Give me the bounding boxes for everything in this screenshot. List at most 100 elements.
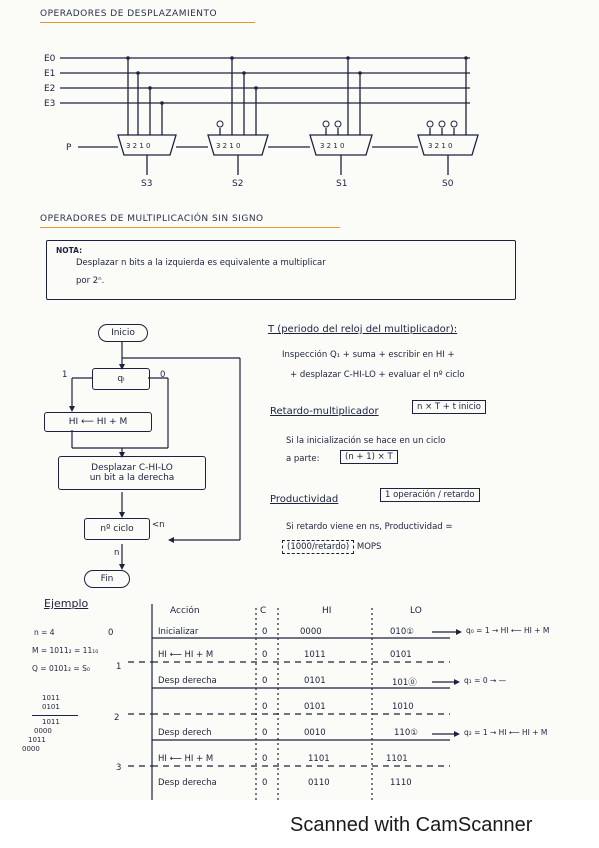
cycle-number: 2 <box>114 713 120 723</box>
scanned-page: OPERADORES DE DESPLAZAMIENTO <box>22 9 550 800</box>
table-row-lo: 110① <box>394 728 418 738</box>
flow-cycle-check: nº ciclo <box>84 518 150 540</box>
note-label: NOTA: <box>56 246 83 255</box>
productivity-line1: Si retardo viene en ns, Productividad = <box>286 522 453 532</box>
delay-formula2-box: (n + 1) × T <box>340 450 398 464</box>
delay-formula: n × T + t inicio <box>412 400 487 414</box>
shift-circuit-diagram: E0 E1 E2 E3 P 3 2 1 0 3 2 1 0 3 2 1 0 3 … <box>44 54 479 189</box>
table-row-accion: Desp derecha <box>158 778 217 788</box>
productivity-line2: (1000/retardo) MOPS <box>282 540 382 554</box>
arrow-annotation: q₀ = 1 → HI ⟵ HI + M <box>466 626 550 635</box>
flow-add-step: HI ⟵ HI + M <box>44 412 152 432</box>
period-title: T (periodo del reloj del multiplicador): <box>268 324 458 335</box>
table-row-hi: 0110 <box>308 778 330 788</box>
table-row-hi: 0010 <box>304 728 326 738</box>
mux-bits: 3 2 1 0 <box>320 142 345 150</box>
table-row-c: 0 <box>262 754 268 764</box>
table-row-hi: 1011 <box>304 650 326 660</box>
productivity-formula2-box: (1000/retardo) <box>282 540 355 554</box>
table-row-accion: Desp derecha <box>158 676 217 686</box>
flow-shift-step: Desplazar C-HI-LO un bit a la derecha <box>58 456 206 490</box>
calc-line: 1011 <box>42 718 60 726</box>
flow-cycle-condition: <n <box>152 520 165 530</box>
delay-line2: a parte: <box>286 454 320 464</box>
table-row-accion: Desp derech <box>158 728 212 738</box>
table-row-c: 0 <box>262 676 268 686</box>
title-underline <box>40 22 255 23</box>
output-label-s0: S0 <box>442 179 454 189</box>
table-row-lo: 010① <box>390 627 414 637</box>
flow-branch-one: 1 <box>62 370 68 380</box>
title-underline <box>40 227 340 228</box>
section-title-multiplication: OPERADORES DE MULTIPLICACIÓN SIN SIGNO <box>40 214 264 224</box>
table-row-accion: Inicializar <box>158 627 199 637</box>
calc-line: 0101 <box>42 703 60 711</box>
input-label-e0: E0 <box>44 54 56 64</box>
example-q: Q = 0101₂ = S₀ <box>32 664 90 673</box>
input-label-e3: E3 <box>44 99 55 109</box>
flow-start: Inicio <box>98 324 148 342</box>
arrow-annotation: q₂ = 1 → HI ⟵ HI + M <box>464 728 548 737</box>
flow-shift-line1: Desplazar C-HI-LO <box>91 463 173 473</box>
input-label-e1: E1 <box>44 69 55 79</box>
flowchart-connectors <box>69 342 241 570</box>
table-row-lo: 1101 <box>386 754 408 764</box>
table-row-c: 0 <box>262 778 268 788</box>
delay-formula2: (n + 1) × T <box>340 450 398 464</box>
flow-end: Fin <box>84 570 130 588</box>
table-header-accion: Acción <box>170 606 200 616</box>
flow-shift-line2: un bit a la derecha <box>89 473 175 483</box>
table-header-lo: LO <box>410 606 422 616</box>
table-row-c: 0 <box>262 627 268 637</box>
table-row-lo: 1010 <box>392 702 414 712</box>
output-label-s1: S1 <box>336 179 347 189</box>
mux-bits: 3 2 1 0 <box>216 142 241 150</box>
period-line1: Inspección Q₁ + suma + escribir en HI + <box>282 350 455 360</box>
flow-branch-zero: 0 <box>160 370 166 380</box>
table-row-accion: HI ⟵ HI + M <box>158 650 214 660</box>
calc-line: 1011 <box>28 736 46 744</box>
table-header-c: C <box>260 606 267 616</box>
example-n: n = 4 <box>34 628 55 637</box>
calc-line: 1011 <box>42 694 60 702</box>
output-label-s3: S3 <box>141 179 152 189</box>
table-row-accion: HI ⟵ HI + M <box>158 754 214 764</box>
flow-exit-n: n <box>114 548 120 558</box>
table-row-c: 0 <box>262 650 268 660</box>
productivity-formula-box: 1 operación / retardo <box>380 488 480 502</box>
output-label-s2: S2 <box>232 179 243 189</box>
table-row-c: 0 <box>262 728 268 738</box>
table-row-hi: 1101 <box>308 754 330 764</box>
flow-decision: qᵢ <box>92 368 150 390</box>
example-table-grid <box>128 604 462 800</box>
example-title: Ejemplo <box>44 597 89 610</box>
section-title-shift: OPERADORES DE DESPLAZAMIENTO <box>40 9 218 19</box>
table-row-hi: 0000 <box>300 627 322 637</box>
productivity-title: Productividad <box>270 494 339 505</box>
delay-title: Retardo-multiplicador <box>270 406 379 417</box>
productivity-unit: MOPS <box>356 542 382 552</box>
input-label-e2: E2 <box>44 84 55 94</box>
cycle-number: 1 <box>116 662 122 672</box>
table-row-lo: 101⓪ <box>392 678 417 688</box>
table-row-lo: 1110 <box>390 778 412 788</box>
calc-line: 0000 <box>22 745 40 753</box>
mux-bits: 3 2 1 0 <box>126 142 151 150</box>
delay-line1: Si la inicialización se hace en un ciclo <box>286 436 446 446</box>
table-row-hi: 0101 <box>304 676 326 686</box>
delay-formula-box: n × T + t inicio <box>412 400 487 414</box>
note-text-line2: por 2ⁿ. <box>76 276 105 286</box>
note-text-line1: Desplazar n bits a la izquierda es equiv… <box>76 258 326 268</box>
table-row-c: 0 <box>262 702 268 712</box>
example-m: M = 1011₂ = 11₁₀ <box>32 646 99 655</box>
calc-rule <box>32 715 78 716</box>
table-row-lo: 0101 <box>390 650 412 660</box>
cycle-number: 0 <box>108 628 114 638</box>
mux-bits: 3 2 1 0 <box>428 142 453 150</box>
cycle-number: 3 <box>116 763 122 773</box>
camscanner-watermark: Scanned with CamScanner <box>290 814 533 836</box>
arrow-annotation: q₁ = 0 → — <box>464 676 507 685</box>
table-row-hi: 0101 <box>304 702 326 712</box>
note-box <box>46 240 516 300</box>
period-line2: + desplazar C-HI-LO + evaluar el nº cicl… <box>290 370 465 380</box>
